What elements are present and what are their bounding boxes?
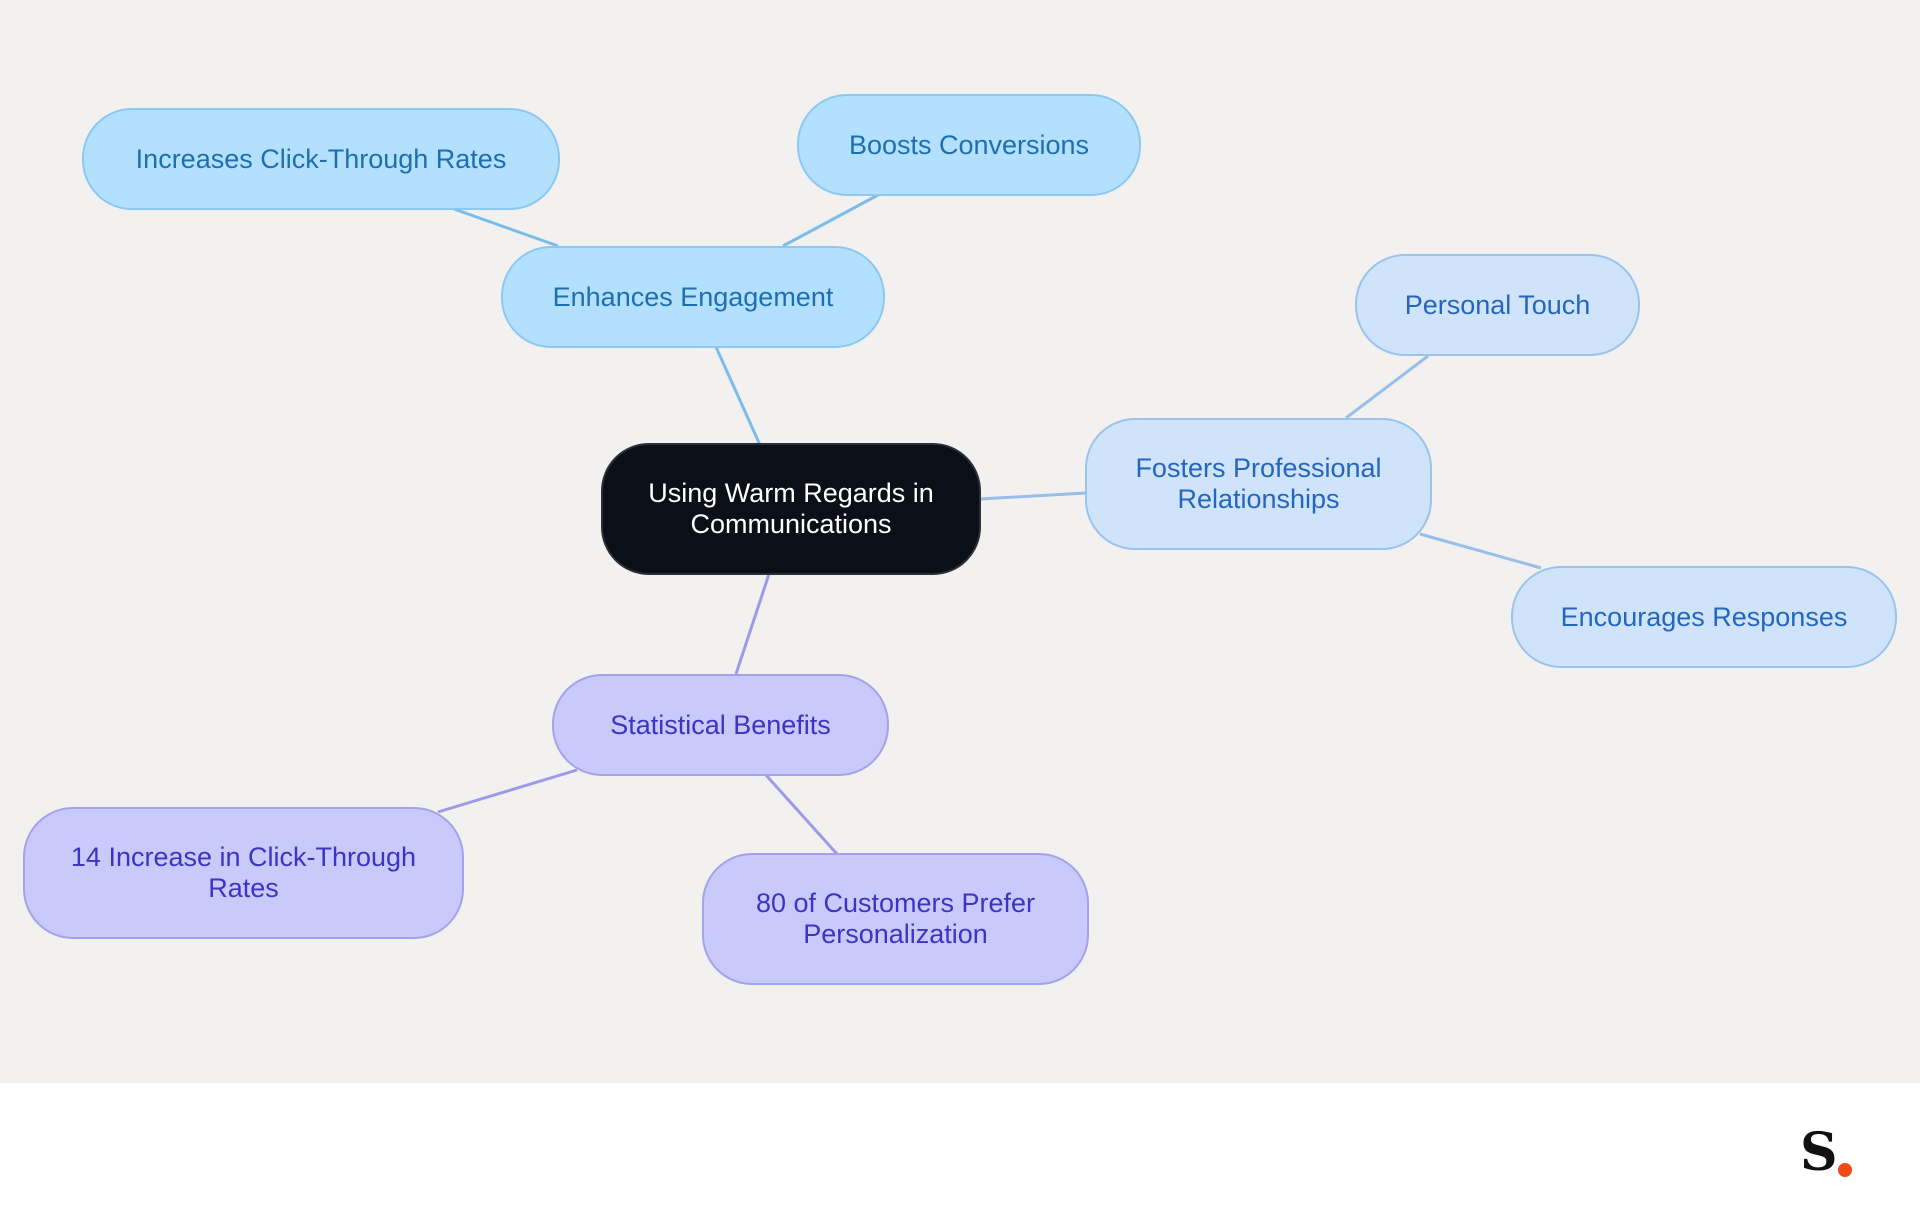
leaf-label: Encourages Responses [1560,601,1848,632]
leaf-node-boosts-conversions[interactable]: Boosts Conversions [797,94,1141,196]
mindmap-links [437,193,1542,856]
link-root-engage [714,346,762,446]
leaf-node-14-increase-in-click-through-rates[interactable]: 14 Increase in Click-Through Rates [23,807,464,939]
leaf-label: Boosts Conversions [848,129,1090,160]
branch-label: Fosters Professional Relationships [1135,453,1382,514]
link-stat-80 [763,772,839,856]
link-engage-conversions [782,193,879,248]
link-root-foster [979,491,1087,501]
leaf-node-personal-touch[interactable]: Personal Touch [1355,254,1640,356]
leaf-node-80-of-customers-prefer-personalization[interactable]: 80 of Customers Prefer Personalization [702,853,1089,985]
mindmap-canvas: Using Warm Regards in Communications Enh… [0,0,1920,1083]
branch-node-enhances-engagement[interactable]: Enhances Engagement [501,246,885,348]
brand-logo: S [1800,1127,1860,1179]
branch-label: Enhances Engagement [552,281,834,312]
leaf-label: 14 Increase in Click-Through Rates [70,842,417,903]
link-stat-14 [437,768,578,814]
logo-dot [1838,1163,1852,1177]
footer-bar [0,1083,1920,1215]
leaf-label: Personal Touch [1404,289,1591,320]
leaf-label: Increases Click-Through Rates [135,143,507,174]
root-label: Using Warm Regards in Communications [648,478,934,539]
link-foster-responses [1419,532,1542,570]
branch-node-fosters-professional-relationships[interactable]: Fosters Professional Relationships [1085,418,1432,550]
leaf-node-encourages-responses[interactable]: Encourages Responses [1511,566,1897,668]
branch-label: Statistical Benefits [610,709,831,740]
link-root-stat [734,573,771,675]
logo-letter: S [1800,1122,1838,1183]
branch-node-statistical-benefits[interactable]: Statistical Benefits [552,674,889,776]
root-node[interactable]: Using Warm Regards in Communications [601,443,981,575]
leaf-label: 80 of Customers Prefer Personalization [755,888,1036,949]
leaf-node-increases-click-through-rates[interactable]: Increases Click-Through Rates [82,108,560,210]
link-engage-ctr [453,207,559,248]
link-foster-personal [1345,354,1429,420]
